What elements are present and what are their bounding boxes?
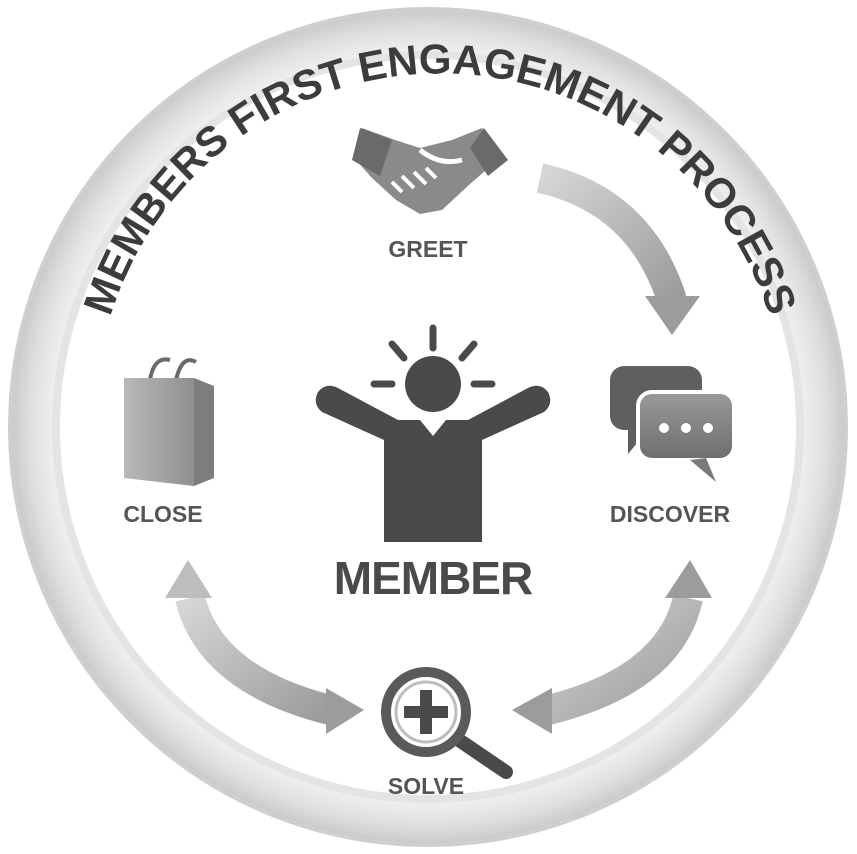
step-label-solve: SOLVE [388, 773, 464, 799]
arrow-greet-to-discover [536, 163, 700, 335]
center-label-member: MEMBER [334, 552, 533, 604]
chat-bubbles-icon [610, 366, 736, 482]
handshake-icon [352, 128, 508, 214]
step-label-greet: GREET [388, 236, 467, 262]
arrow-discover-to-solve [512, 560, 712, 734]
arrow-close-to-solve [165, 560, 364, 734]
magnifier-plus-icon [381, 667, 513, 779]
member-celebrating-icon [315, 324, 551, 542]
shopping-bag-icon [124, 357, 214, 486]
step-label-close: CLOSE [123, 501, 202, 527]
step-label-discover: DISCOVER [610, 501, 731, 527]
